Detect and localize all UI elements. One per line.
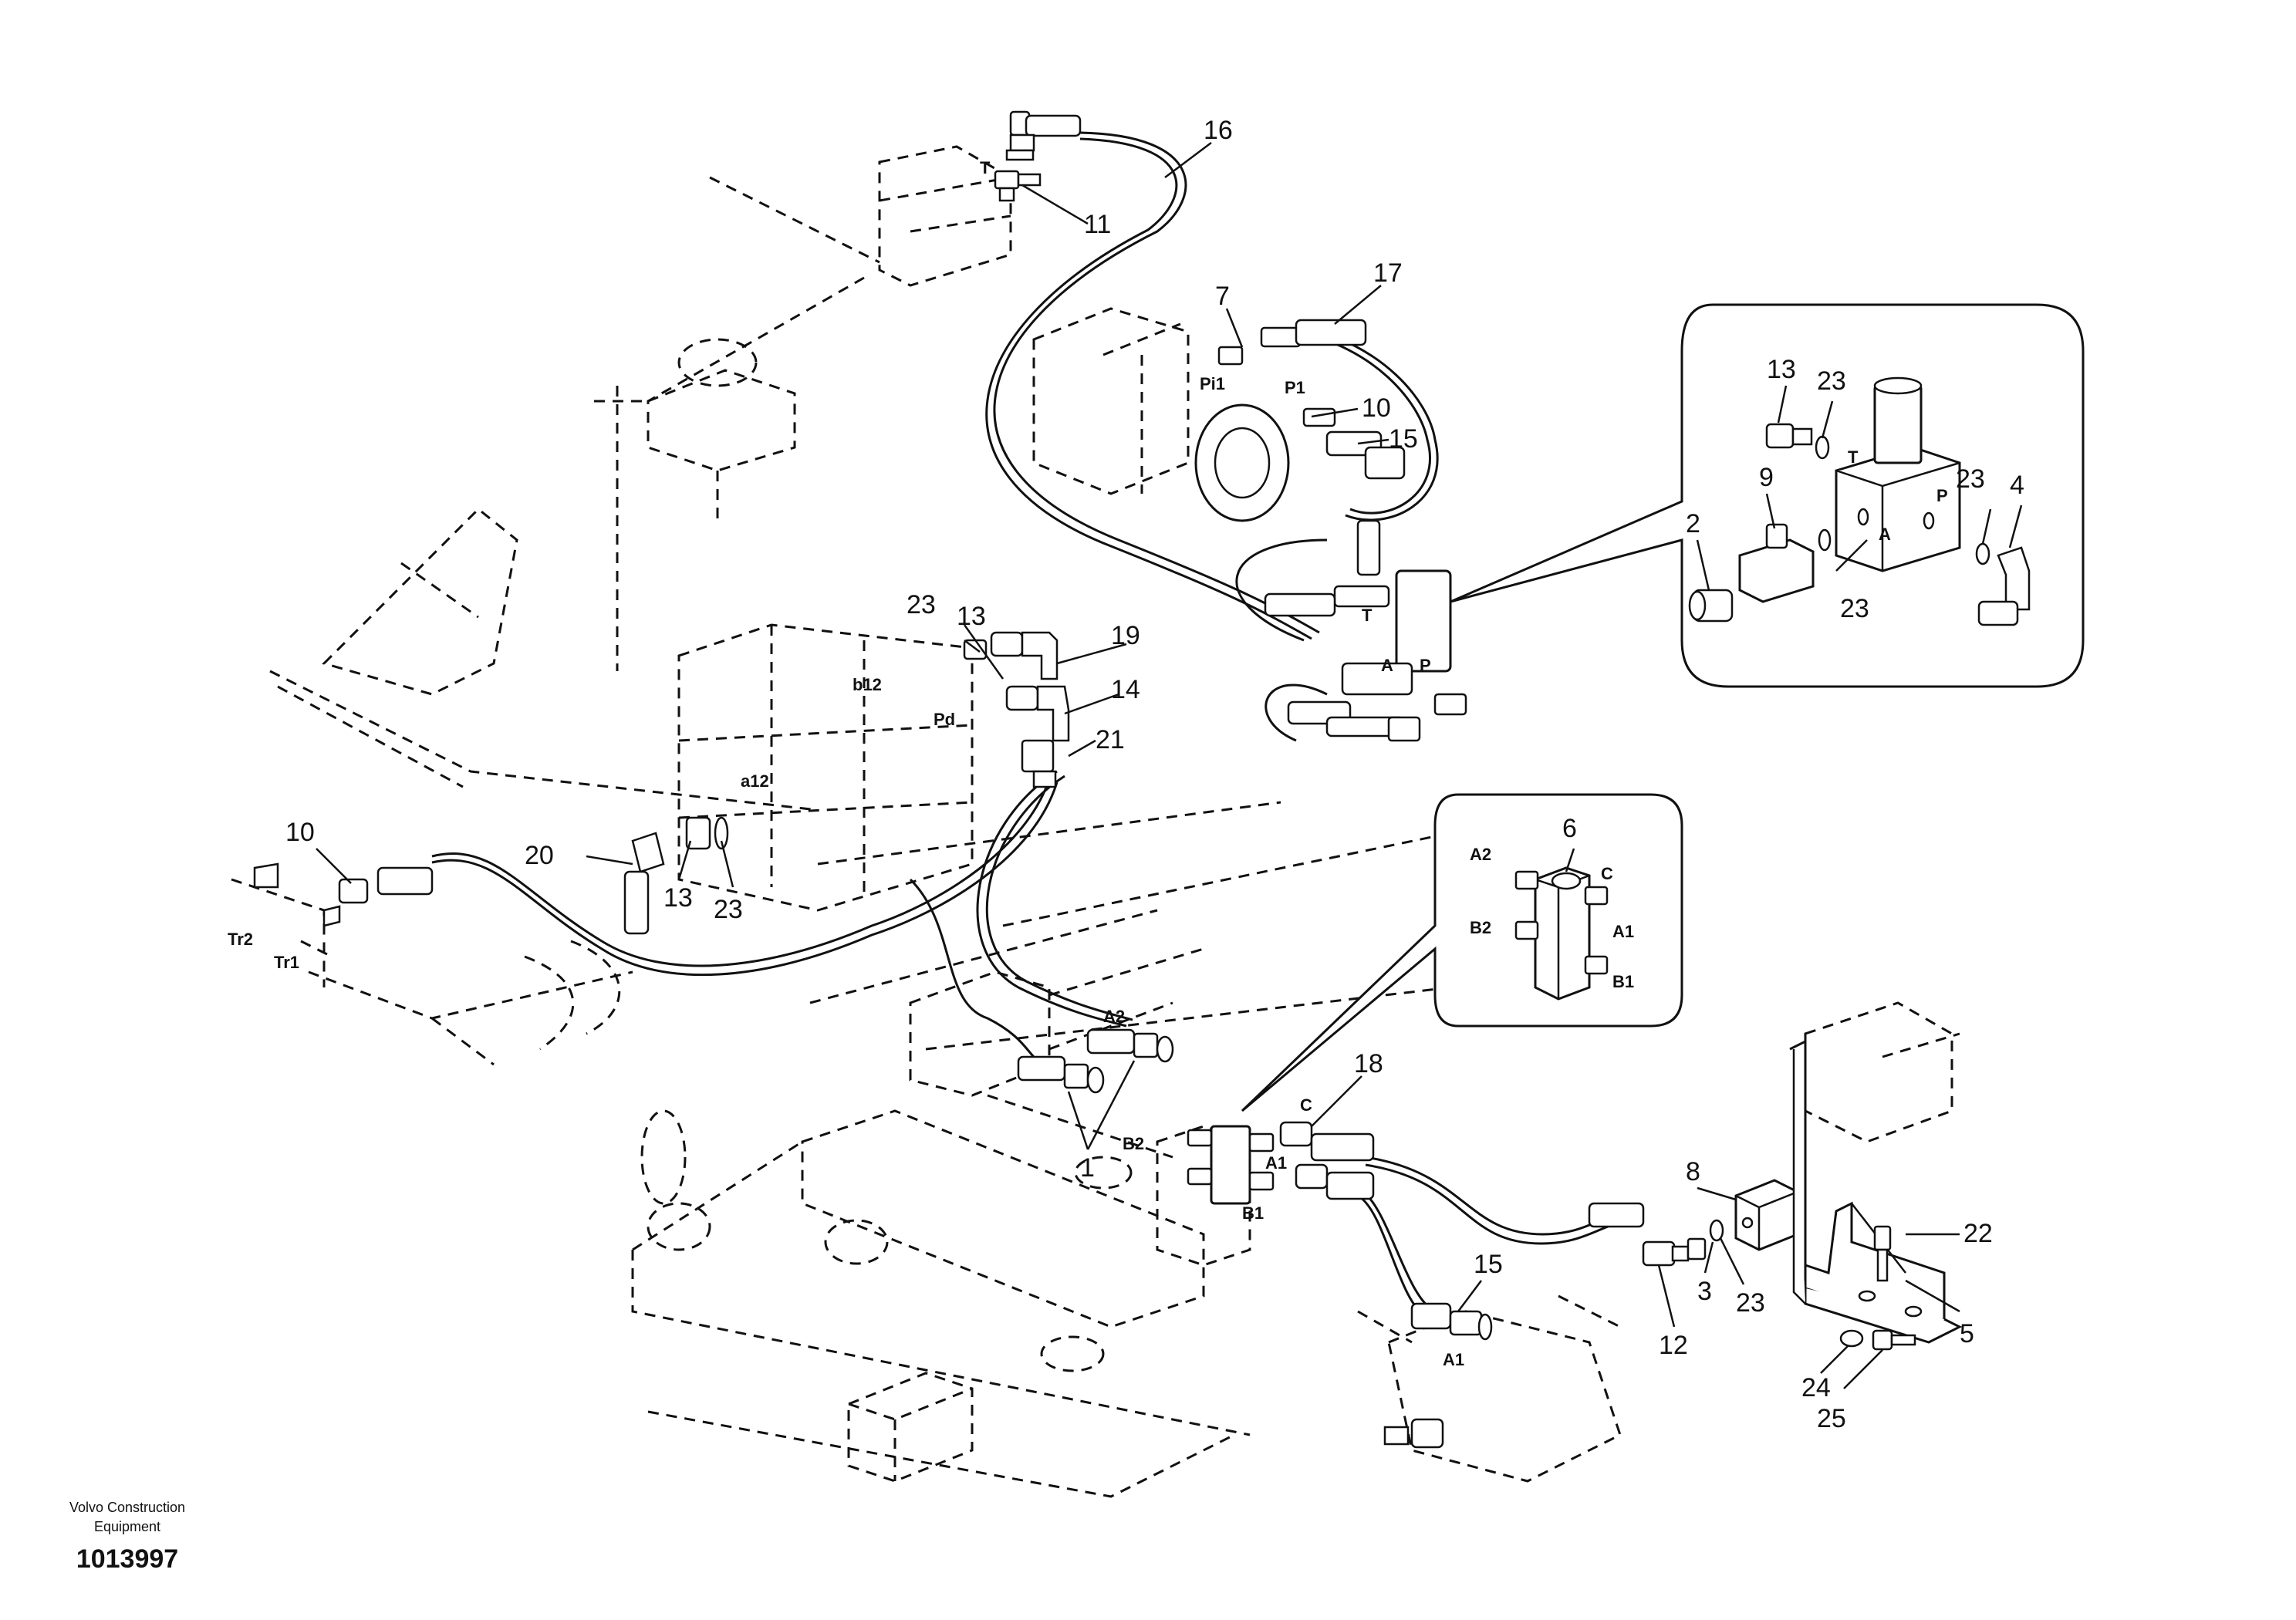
port-t-top: T bbox=[980, 158, 991, 177]
bolt-22 bbox=[1873, 1225, 1892, 1282]
label-14: 14 bbox=[1111, 675, 1140, 704]
label-23-detail-top: 23 bbox=[1817, 366, 1846, 396]
label-20: 20 bbox=[525, 841, 554, 870]
footer-company-line2: Equipment bbox=[94, 1519, 160, 1534]
label-22: 22 bbox=[1963, 1219, 1993, 1248]
port-a-pump: A bbox=[1381, 656, 1393, 675]
label-10-top: 10 bbox=[1362, 393, 1391, 423]
port-c-hose: C bbox=[1300, 1095, 1312, 1115]
port-t-pump: T bbox=[1362, 606, 1373, 625]
port-a2-hose: A2 bbox=[1103, 1007, 1125, 1026]
leader-lines bbox=[316, 142, 2023, 1389]
port-detail-t: T bbox=[1848, 447, 1859, 467]
label-3: 3 bbox=[1697, 1277, 1712, 1306]
port-detail-a: A bbox=[1879, 525, 1891, 544]
port-labels: Pi1 P1 T T A P b12 a12 Pd Tr2 Tr1 A2 B2 … bbox=[228, 158, 1948, 1369]
block-8 bbox=[1734, 1179, 1799, 1251]
pump-assembly bbox=[1194, 319, 1406, 522]
port-b12: b12 bbox=[853, 675, 882, 694]
lower-valve-fittings bbox=[1383, 1302, 1493, 1449]
footer: Volvo Construction Equipment 1013997 bbox=[69, 1500, 185, 1574]
label-5: 5 bbox=[1960, 1319, 1974, 1348]
washer-24-bolt-25 bbox=[1839, 1329, 1916, 1351]
port-p1: P1 bbox=[1285, 378, 1305, 397]
label-8: 8 bbox=[1686, 1157, 1700, 1186]
label-13-valve: 13 bbox=[957, 602, 986, 631]
label-15-lower: 15 bbox=[1474, 1250, 1503, 1279]
port-tr2: Tr2 bbox=[228, 930, 253, 949]
footer-company-line1: Volvo Construction bbox=[69, 1500, 185, 1515]
label-4: 4 bbox=[2010, 471, 2024, 500]
shuttle-valve-6-installed bbox=[1017, 1028, 1375, 1205]
port-pd: Pd bbox=[934, 710, 955, 729]
label-9: 9 bbox=[1759, 463, 1774, 492]
port-tr1: Tr1 bbox=[274, 953, 299, 972]
label-21: 21 bbox=[1096, 725, 1125, 754]
port-detail2-a2: A2 bbox=[1470, 845, 1491, 864]
label-13-detail: 13 bbox=[1767, 355, 1796, 384]
bracket-5 bbox=[1789, 1039, 1963, 1344]
label-16: 16 bbox=[1204, 116, 1233, 145]
port-detail-p: P bbox=[1936, 486, 1948, 505]
port-a1-lower: A1 bbox=[1443, 1350, 1464, 1369]
footer-figure-number: 1013997 bbox=[76, 1544, 178, 1574]
label-19: 19 bbox=[1111, 621, 1140, 650]
label-25: 25 bbox=[1817, 1404, 1846, 1433]
fitting-11 bbox=[994, 170, 1042, 202]
port-detail2-b2: B2 bbox=[1470, 918, 1491, 937]
label-18: 18 bbox=[1354, 1049, 1383, 1078]
hose-lines bbox=[431, 131, 1636, 1319]
port-p-pump: P bbox=[1420, 656, 1431, 675]
background-machine-outline bbox=[269, 145, 1960, 1498]
port-b2-block: B2 bbox=[1123, 1134, 1144, 1153]
port-pi1: Pi1 bbox=[1200, 374, 1225, 393]
label-13-lower: 13 bbox=[663, 883, 693, 913]
label-10-left: 10 bbox=[285, 818, 315, 847]
label-17: 17 bbox=[1373, 258, 1403, 288]
label-2: 2 bbox=[1686, 509, 1700, 538]
port-detail2-a1: A1 bbox=[1612, 922, 1634, 941]
label-15-top: 15 bbox=[1389, 424, 1418, 454]
port-a1-block: A1 bbox=[1265, 1153, 1287, 1173]
label-12: 12 bbox=[1659, 1331, 1688, 1360]
fittings-and-components bbox=[231, 110, 1963, 1449]
label-23-valve: 23 bbox=[907, 590, 936, 619]
port-detail2-b1: B1 bbox=[1612, 972, 1634, 991]
selector-valve-9 bbox=[1264, 519, 1467, 742]
label-23-lower: 23 bbox=[714, 895, 743, 924]
label-7: 7 bbox=[1215, 282, 1230, 311]
label-23-detail-right: 23 bbox=[1956, 464, 1985, 494]
fitting-10-left bbox=[231, 862, 434, 987]
port-b1-block: B1 bbox=[1242, 1203, 1264, 1223]
detail-callout-shuttle-valve bbox=[1241, 793, 1683, 1112]
label-11: 11 bbox=[1084, 210, 1111, 239]
label-6: 6 bbox=[1562, 814, 1577, 843]
label-23-detail-mid: 23 bbox=[1840, 594, 1869, 623]
port-detail2-c: C bbox=[1601, 864, 1613, 883]
port-a12: a12 bbox=[741, 771, 769, 791]
fitting-12-3 bbox=[1588, 1202, 1724, 1267]
fitting-top-elbow bbox=[1005, 110, 1082, 161]
part-number-labels: 16 11 17 7 10 15 13 23 19 14 21 10 20 13… bbox=[285, 116, 2024, 1433]
label-24: 24 bbox=[1801, 1373, 1831, 1402]
label-1: 1 bbox=[1080, 1153, 1095, 1183]
label-23-right: 23 bbox=[1736, 1288, 1765, 1318]
